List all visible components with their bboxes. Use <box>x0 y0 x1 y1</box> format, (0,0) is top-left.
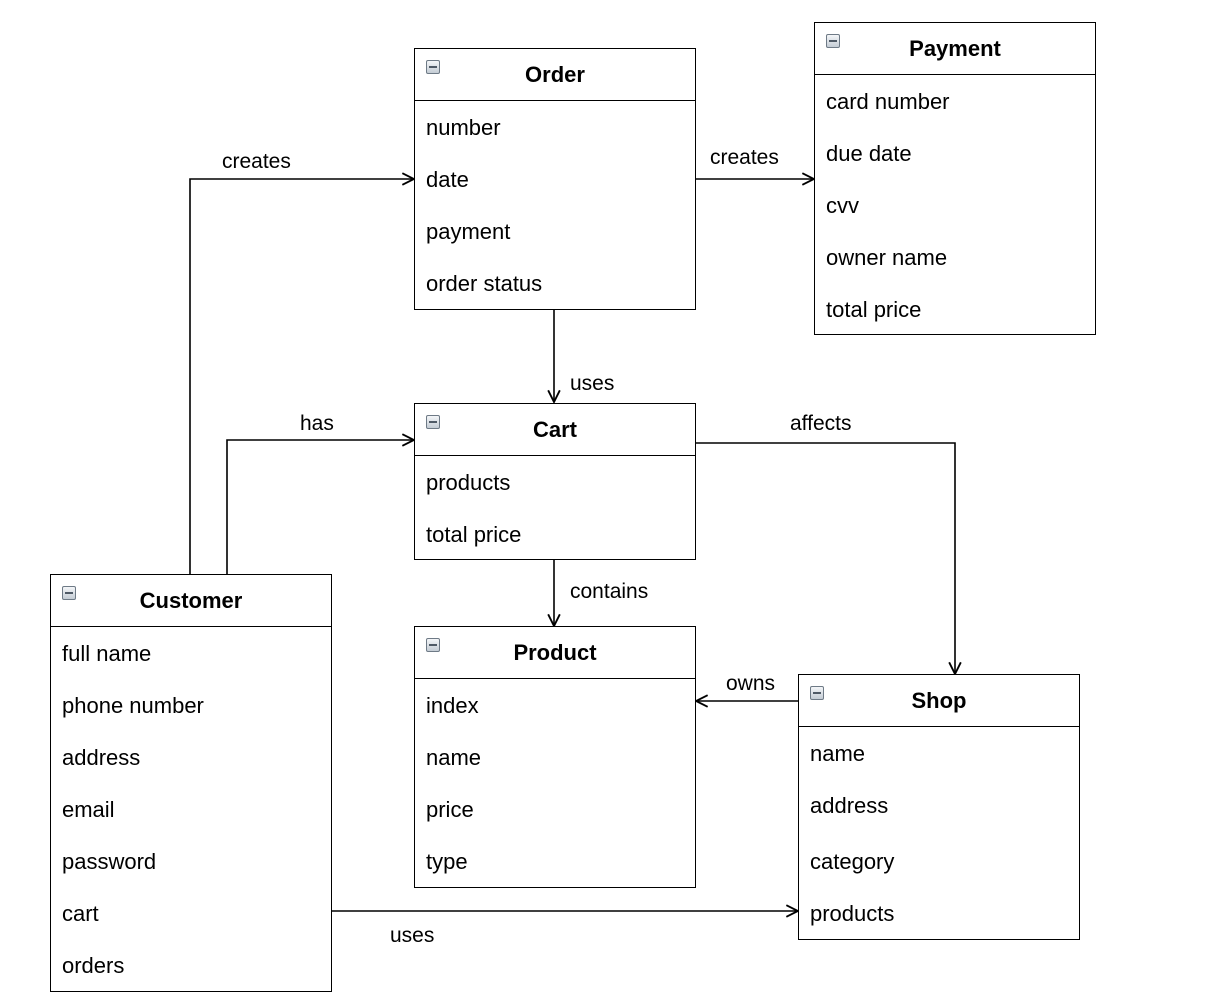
entity-header: Payment <box>815 23 1095 75</box>
attribute-cart: cart <box>62 901 99 926</box>
edge-label-order-payment: creates <box>710 146 779 169</box>
entity-header: Customer <box>51 575 331 627</box>
attribute-card-number: card number <box>826 89 950 114</box>
entity-header: Product <box>415 627 695 679</box>
collapse-icon[interactable] <box>826 34 840 48</box>
entity-title: Order <box>525 61 585 87</box>
attribute-number: number <box>426 115 501 140</box>
entity-shop[interactable]: Shop name address category products <box>798 674 1080 940</box>
attribute-name: name <box>426 745 482 770</box>
entity-title: Shop <box>911 687 967 713</box>
entity-title: Payment <box>909 35 1001 61</box>
attribute-category: category <box>810 849 895 874</box>
attribute-products: products <box>426 470 511 495</box>
edge-cart-affects-shop[interactable] <box>695 442 955 674</box>
collapse-icon[interactable] <box>426 638 440 652</box>
edge-label-cart-shop: affects <box>790 412 852 435</box>
attribute-payment: payment <box>426 219 511 244</box>
attribute-name: name <box>810 741 866 766</box>
entity-product[interactable]: Product index name price type <box>414 626 696 888</box>
attribute-total-price: total price <box>826 297 922 322</box>
collapse-icon[interactable] <box>810 686 824 700</box>
attribute-products: products <box>810 901 895 926</box>
attribute-password: password <box>62 849 157 874</box>
attribute-address: address <box>62 745 141 770</box>
attribute-date: date <box>426 167 469 192</box>
entity-payment[interactable]: Payment card number due date cvv owner n… <box>814 22 1096 335</box>
collapse-icon[interactable] <box>62 586 76 600</box>
attribute-address: address <box>810 793 889 818</box>
edge-label-shop-product: owns <box>726 672 776 695</box>
attribute-cvv: cvv <box>826 193 859 218</box>
attribute-order-status: order status <box>426 271 543 296</box>
attribute-type: type <box>426 849 468 874</box>
entity-title: Customer <box>139 587 243 613</box>
entity-header: Cart <box>415 404 695 456</box>
attribute-full-name: full name <box>62 641 152 666</box>
edge-label-customer-shop: uses <box>390 924 435 947</box>
entity-order[interactable]: Order number date payment order status <box>414 48 696 310</box>
attribute-due-date: due date <box>826 141 912 166</box>
entity-header: Order <box>415 49 695 101</box>
edge-customer-creates-order[interactable] <box>189 179 414 575</box>
entity-title: Cart <box>532 416 577 442</box>
collapse-icon[interactable] <box>426 60 440 74</box>
attribute-email: email <box>62 797 115 822</box>
edge-label-order-cart: uses <box>570 372 615 395</box>
attribute-total-price: total price <box>426 522 522 547</box>
edge-customer-has-cart[interactable] <box>226 440 414 575</box>
entity-title: Product <box>513 639 597 665</box>
attribute-price: price <box>426 797 474 822</box>
attribute-phone-number: phone number <box>62 693 204 718</box>
attribute-owner-name: owner name <box>826 245 948 270</box>
attribute-orders: orders <box>62 953 125 978</box>
entity-cart[interactable]: Cart products total price <box>414 403 696 560</box>
collapse-icon[interactable] <box>426 415 440 429</box>
edge-label-customer-order: creates <box>222 150 291 173</box>
edge-label-customer-cart: has <box>300 412 334 435</box>
entity-header: Shop <box>799 675 1079 727</box>
attribute-index: index <box>426 693 479 718</box>
edge-label-cart-product: contains <box>570 580 649 603</box>
entity-customer[interactable]: Customer full name phone number address … <box>50 574 332 992</box>
